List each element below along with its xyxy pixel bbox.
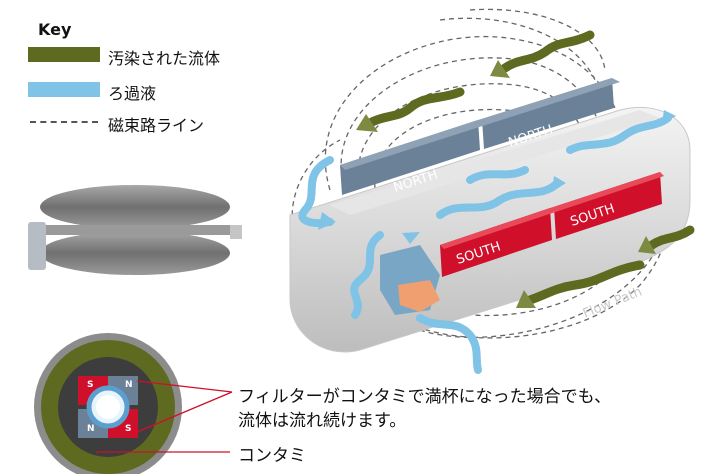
contaminated-arrows: [367, 30, 695, 305]
callout-line-1: フィルターがコンタミで満杯になった場合でも、: [238, 387, 612, 407]
south-magnets: [440, 172, 664, 277]
pole-label-s2: S: [125, 424, 131, 434]
contaminant-label: コンタミ: [238, 446, 306, 466]
end-cap: [380, 245, 440, 315]
flux-line-swatch: [30, 121, 98, 123]
contaminated-magnet-photo: [28, 185, 242, 275]
pole-label-s1: S: [87, 380, 93, 390]
filtrate-arrows: [298, 114, 672, 374]
callout-line-2: 流体は流れ続けます。: [238, 411, 407, 431]
filtrate-swatch: [28, 82, 100, 97]
flux-line-label: 磁束路ライン: [108, 116, 205, 135]
legend-title: Key: [38, 20, 72, 39]
north-magnets: [340, 78, 620, 195]
contaminated-fluid-swatch: [28, 47, 100, 62]
cross-section: [34, 333, 182, 474]
contaminated-fluid-label: 汚染された流体: [108, 49, 221, 68]
filtrate-arrowheads: [318, 110, 676, 244]
callout-lines: [96, 380, 233, 453]
pole-label-n1: N: [125, 380, 133, 390]
flow-path-label: Flow Path: [581, 284, 644, 321]
contaminated-arrowheads: [356, 60, 656, 308]
filtrate-label: ろ過液: [108, 84, 157, 103]
pole-label-n2: N: [87, 424, 95, 434]
